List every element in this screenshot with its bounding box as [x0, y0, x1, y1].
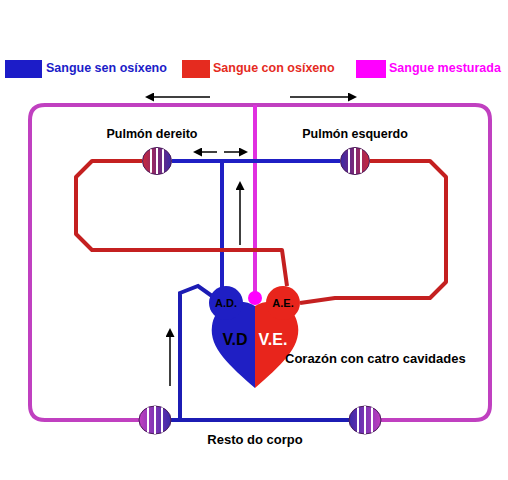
- vena-cava: [180, 286, 212, 420]
- aorta-vessel: [253, 105, 257, 298]
- atrium-chamber: A.D.: [209, 286, 243, 320]
- chamber-label: A.D.: [215, 297, 237, 309]
- blood-vessel: [222, 161, 340, 300]
- heart-label: Corazón con catro cavidades: [285, 352, 466, 366]
- flow-arrow: [147, 96, 210, 98]
- lung-label: Pulmón dereito: [107, 128, 198, 142]
- capillary-oval: [341, 148, 370, 175]
- capillary-stripe: [156, 148, 158, 174]
- blood-vessel: [300, 161, 446, 303]
- blood-vessel: [76, 161, 287, 286]
- capillary-stripe: [354, 148, 356, 174]
- lung-label: Pulmón esquerdo: [302, 128, 408, 142]
- capillary-oval: [349, 406, 381, 434]
- legend-swatch: [356, 60, 386, 78]
- systemic-artery: [30, 105, 490, 420]
- legend-swatch: [5, 60, 42, 78]
- legend-text: Sangue con osíxeno: [213, 62, 335, 76]
- body-capillary: [139, 406, 171, 434]
- capillary-stripe: [371, 407, 373, 432]
- lung-capillary: Pulmón dereito: [142, 147, 172, 175]
- venous-vessel: [171, 418, 349, 422]
- chamber-label: V.E.: [259, 331, 288, 349]
- ventricle-shape: [255, 302, 298, 388]
- capillary-stripe: [162, 149, 164, 173]
- capillary-stripe: [161, 407, 163, 432]
- legend-text: Sangue mesturada: [389, 62, 501, 76]
- chamber-label: A.E.: [272, 297, 293, 309]
- flow-arrow: [195, 151, 217, 153]
- node-outline: [142, 147, 172, 175]
- lung-capillary: Pulmón esquerdo: [340, 147, 370, 175]
- capillary-stripe: [147, 407, 149, 432]
- flow-arrow: [224, 151, 246, 153]
- capillary-stripe: [150, 149, 152, 173]
- node-outline: [340, 147, 370, 175]
- atrium-shape: [266, 286, 300, 320]
- heart-group: A.D.A.E.V.DV.E.Corazón con catro cavidad…: [205, 282, 305, 390]
- flow-arrow: [290, 96, 355, 98]
- flow-arrow: [169, 330, 171, 386]
- blood-vessel: [172, 161, 222, 300]
- capillary-oval: [143, 148, 172, 175]
- capillary-stripe: [154, 406, 156, 434]
- capillary-stripe: [357, 407, 359, 432]
- capillary-stripe: [360, 149, 362, 173]
- atrium-chamber: A.E.: [266, 286, 300, 320]
- capillary-stripe: [348, 149, 350, 173]
- mixing-point: [248, 291, 262, 305]
- ventricle-shape: [212, 302, 255, 388]
- region-label: Resto do corpo: [207, 433, 302, 447]
- capillary-stripe: [364, 406, 366, 434]
- chamber-label: V.D: [222, 331, 247, 349]
- body-capillary: [349, 406, 381, 434]
- capillary-oval: [139, 406, 171, 434]
- legend-text: Sangue sen osíxeno: [46, 62, 167, 76]
- flow-arrow: [239, 183, 241, 245]
- atrium-shape: [209, 286, 243, 320]
- legend-swatch: [182, 60, 210, 78]
